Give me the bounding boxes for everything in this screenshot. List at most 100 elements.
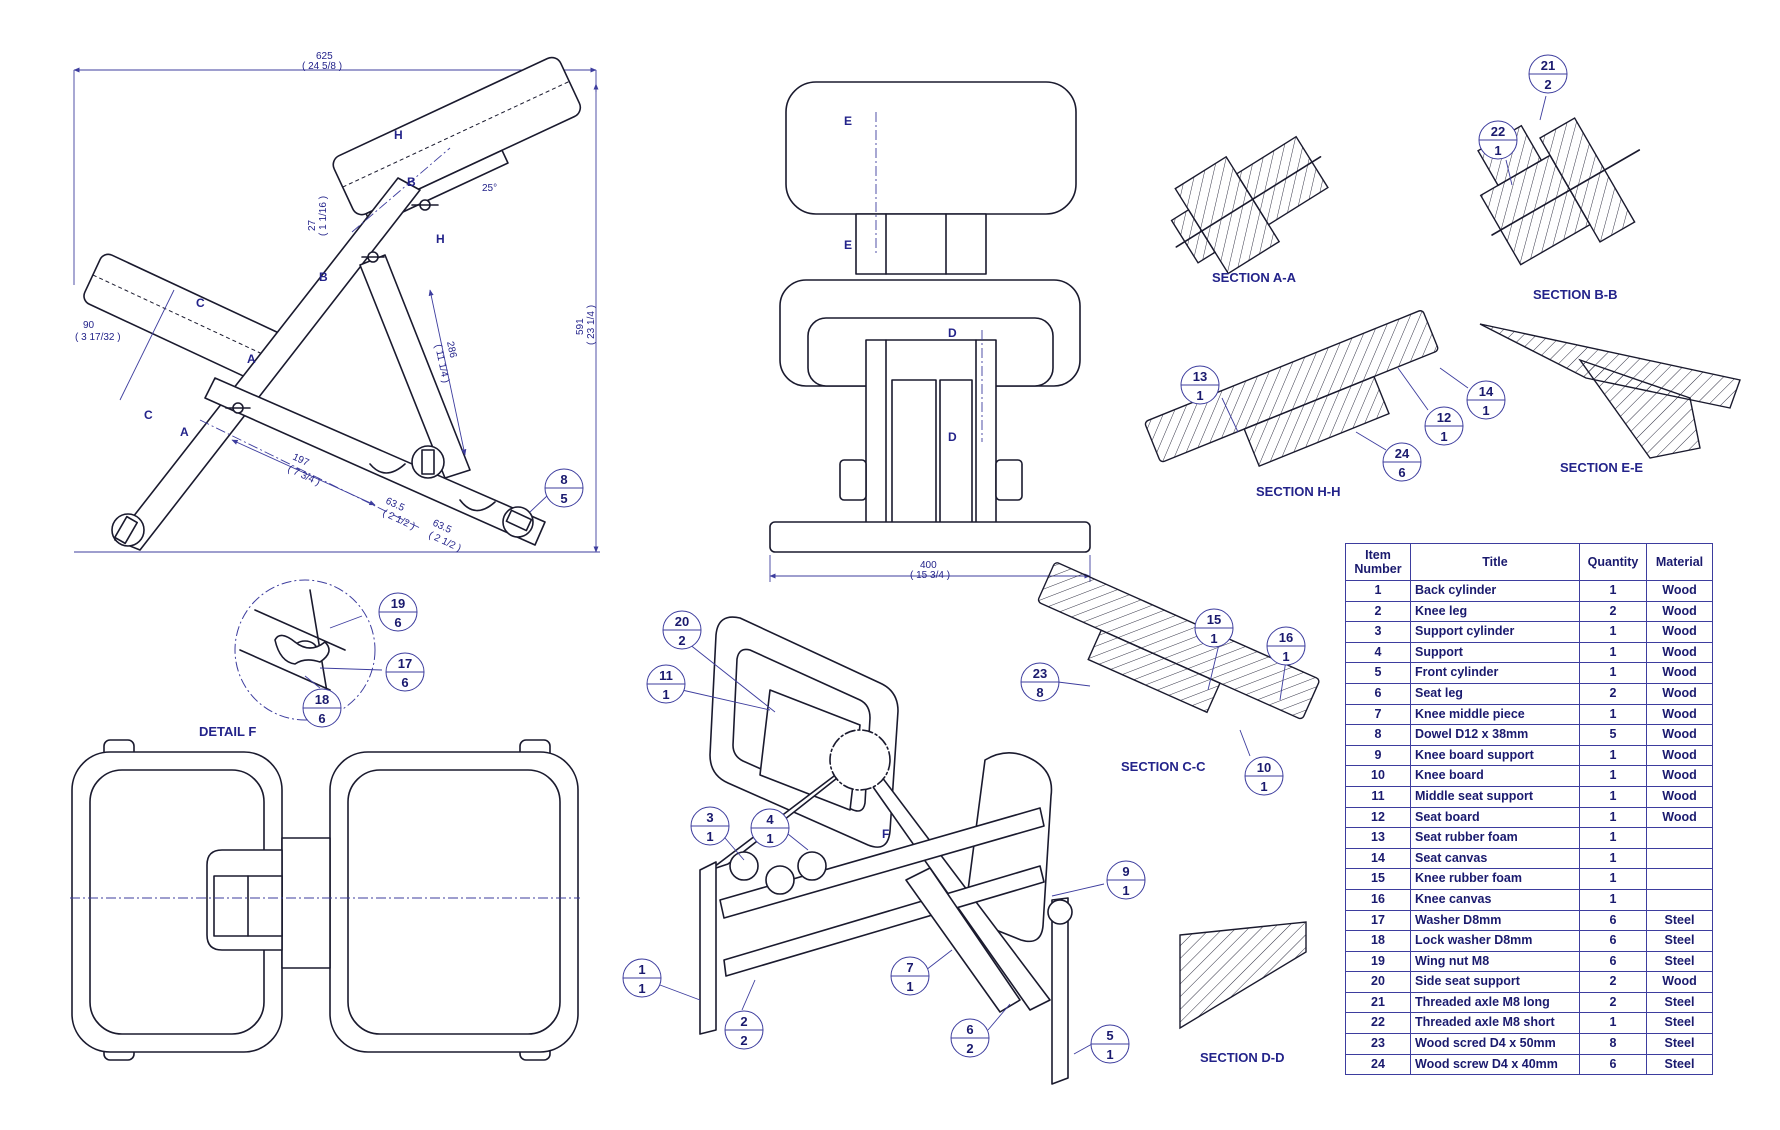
section-marker-c-top: C (196, 296, 205, 310)
detail-f-title: DETAIL F (199, 724, 256, 739)
bom-quantity: 1 (1579, 806, 1647, 829)
svg-text:2: 2 (966, 1041, 973, 1056)
bom-material: Wood (1646, 703, 1713, 726)
bom-item-number: 3 (1345, 621, 1411, 643)
side-view: 625 ( 24 5/8 ) 591 ( 23 1/4 ) (73, 51, 600, 554)
bom-quantity: 2 (1579, 971, 1647, 993)
bom-header-item: Item Number (1345, 543, 1411, 581)
balloon-15: 15 1 (1194, 608, 1234, 648)
balloon-7: 7 1 (890, 956, 930, 996)
svg-text:1: 1 (1494, 143, 1501, 158)
svg-text:24: 24 (1395, 446, 1410, 461)
bom-material: Wood (1646, 724, 1713, 746)
svg-text:1: 1 (1282, 649, 1289, 664)
bom-quantity: 1 (1579, 641, 1647, 664)
svg-text:2: 2 (678, 633, 685, 648)
dim-overall-height-in: ( 23 1/4 ) (586, 305, 597, 345)
section-title-hh: SECTION H-H (1256, 484, 1341, 499)
section-d-d: SECTION D-D (1179, 921, 1307, 1065)
dim-angle: 25° (482, 183, 497, 194)
svg-text:15: 15 (1207, 612, 1221, 627)
svg-text:18: 18 (315, 692, 329, 707)
svg-text:1: 1 (906, 979, 913, 994)
balloon-3: 3 1 (690, 806, 730, 846)
svg-text:1: 1 (1196, 388, 1203, 403)
svg-text:2: 2 (740, 1033, 747, 1048)
isometric-view: F 20 2 11 1 3 1 4 1 1 1 (622, 610, 1146, 1085)
bom-quantity: 1 (1579, 888, 1647, 911)
svg-text:1: 1 (1260, 779, 1267, 794)
svg-text:1: 1 (662, 687, 669, 702)
bom-item-number: 14 (1345, 847, 1411, 870)
balloon-22: 22 1 (1478, 120, 1518, 160)
front-view: E E D D 400 ( 15 3/4 ) (769, 81, 1091, 582)
bom-material: Wood (1646, 600, 1713, 623)
balloon-8: 8 5 (544, 468, 584, 508)
svg-text:7: 7 (906, 960, 913, 975)
dim-overall-width: 625 (316, 51, 333, 62)
bom-item-number: 12 (1345, 806, 1411, 829)
bom-quantity: 6 (1579, 909, 1647, 932)
bom-quantity: 1 (1579, 580, 1647, 602)
bom-item-number: 21 (1345, 991, 1411, 1014)
svg-text:1: 1 (1482, 403, 1489, 418)
bom-material: Wood (1646, 621, 1713, 643)
bom-title: Side seat support (1410, 971, 1580, 993)
svg-text:6: 6 (394, 615, 401, 630)
svg-text:9: 9 (1122, 864, 1129, 879)
bom-material (1646, 888, 1713, 911)
balloon-13: 13 1 (1180, 365, 1220, 405)
balloon-21: 21 2 (1528, 54, 1568, 94)
section-marker-d-bottom: D (948, 430, 957, 444)
bom-item-number: 18 (1345, 930, 1411, 952)
balloon-23: 23 8 (1020, 662, 1060, 702)
dim-support-length: 286 (444, 340, 458, 359)
bom-item-number: 6 (1345, 682, 1411, 705)
balloon-1: 1 1 (622, 958, 662, 998)
bom-title: Knee board (1410, 765, 1580, 787)
dim-seat-offset-in: ( 1 1/16 ) (318, 196, 329, 236)
bom-material: Wood (1646, 806, 1713, 829)
bom-item-number: 2 (1345, 600, 1411, 623)
bom-title: Wood scred D4 x 50mm (1410, 1033, 1580, 1055)
bom-material: Wood (1646, 971, 1713, 993)
bom-material: Steel (1646, 1053, 1713, 1076)
bom-quantity: 1 (1579, 703, 1647, 726)
balloon-4: 4 1 (750, 808, 790, 848)
svg-text:8: 8 (1036, 685, 1043, 700)
bom-item-number: 9 (1345, 744, 1411, 767)
bom-item-number: 22 (1345, 1012, 1411, 1035)
bom-item-number: 1 (1345, 580, 1411, 602)
balloon-18: 18 6 (302, 688, 342, 728)
bom-material (1646, 868, 1713, 890)
bom-quantity: 2 (1579, 991, 1647, 1014)
balloon-11: 11 1 (646, 664, 686, 704)
svg-text:19: 19 (391, 596, 405, 611)
bom-title: Front cylinder (1410, 662, 1580, 684)
bom-title: Back cylinder (1410, 580, 1580, 602)
bom-quantity: 1 (1579, 868, 1647, 890)
bom-title: Knee canvas (1410, 888, 1580, 911)
svg-text:10: 10 (1257, 760, 1271, 775)
bom-title: Threaded axle M8 long (1410, 991, 1580, 1014)
svg-text:6: 6 (318, 711, 325, 726)
bom-quantity: 2 (1579, 600, 1647, 623)
bom-header-row: Item Number Title Quantity Material (1345, 543, 1713, 581)
section-marker-b-bottom: B (319, 270, 328, 284)
bom-material: Wood (1646, 765, 1713, 787)
section-title-cc: SECTION C-C (1121, 759, 1206, 774)
bom-material: Steel (1646, 909, 1713, 932)
balloon-2: 2 2 (724, 1010, 764, 1050)
